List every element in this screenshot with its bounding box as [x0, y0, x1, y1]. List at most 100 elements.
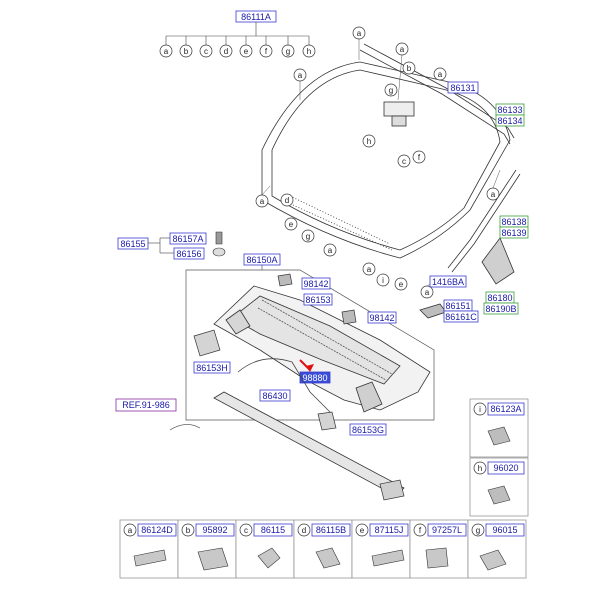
callout-86155[interactable]: 86155	[120, 239, 145, 249]
catalog-letter: e	[360, 526, 365, 535]
callout-86153H[interactable]: 86153H	[196, 363, 228, 373]
callout-86139[interactable]: 86139	[501, 228, 526, 238]
marker-bot_i: i	[376, 273, 390, 287]
glass-letter-d: d	[219, 44, 233, 58]
marker-bot_i-label: i	[382, 276, 384, 285]
catalog-letter: f	[419, 526, 422, 535]
catalog-cell-86123A[interactable]: i 86123A	[469, 398, 529, 458]
leader-line	[261, 185, 271, 196]
marker-mirror_f-label: f	[418, 153, 421, 162]
callout-ref-91-986[interactable]: REF.91-986	[122, 400, 170, 410]
callout-86151[interactable]: 86151	[445, 301, 470, 311]
marker-bot_a2: a	[362, 262, 376, 276]
callout-86138[interactable]: 86138	[501, 217, 526, 227]
cowl-assembly-frame: 86150A	[185, 253, 435, 421]
marker-bot_e: e	[284, 217, 298, 231]
glass-letter-b-label: b	[184, 47, 189, 56]
catalog-part-number: 95892	[202, 525, 227, 535]
callout-86430[interactable]: 86430	[262, 391, 287, 401]
callout-86131[interactable]: 86131	[450, 83, 475, 93]
marker-bot_g-label: g	[306, 232, 310, 241]
catalog-cell-87115J[interactable]: e 87115J	[351, 519, 411, 579]
glass-letter-f-label: f	[265, 47, 268, 56]
callout-98142-right[interactable]: 98142	[369, 313, 394, 323]
marker-bot_e2: e	[394, 277, 408, 291]
callout-98880[interactable]: 98880	[302, 373, 327, 383]
marker-top_left-label: a	[357, 29, 362, 38]
marker-mirror_c-label: c	[402, 157, 406, 166]
catalog-part-icon	[133, 549, 167, 567]
callout-86161C[interactable]: 86161C	[445, 312, 477, 322]
marker-right_a2-label: a	[425, 288, 430, 297]
marker-top_a3-label: a	[438, 70, 443, 79]
callout-98142-upper[interactable]: 98142	[303, 279, 328, 289]
left-cover: 86153H	[193, 329, 231, 374]
catalog-letter: a	[128, 526, 133, 535]
catalog-letter: b	[186, 526, 191, 535]
callout-86180[interactable]: 86180	[487, 293, 512, 303]
callout-86134[interactable]: 86134	[497, 116, 522, 126]
marker-mirror_g-label: g	[389, 86, 393, 95]
marker-bot_a: a	[323, 243, 337, 257]
washer-hose	[237, 358, 331, 413]
leader-line	[492, 169, 501, 189]
right-cover: 86153G	[317, 411, 387, 436]
catalog-part-icon	[371, 549, 405, 567]
glass-letter-g-label: g	[286, 47, 290, 56]
marker-bot_g: g	[301, 229, 315, 243]
marker-top_a2-label: a	[400, 45, 405, 54]
glass-letter-b: b	[179, 44, 193, 58]
glass-letter-g: g	[281, 44, 295, 58]
marker-top_a3: a	[433, 67, 447, 81]
catalog-part-number: 86115B	[316, 525, 346, 535]
catalog-part-number: 97257L	[432, 525, 462, 535]
callout-86190B[interactable]: 86190B	[485, 304, 516, 314]
catalog-cell-97257L[interactable]: f 97257L	[409, 519, 469, 579]
glass-letter-e-label: e	[244, 47, 249, 56]
marker-mirror_f: f	[412, 150, 426, 164]
callout-86153[interactable]: 86153	[305, 295, 330, 305]
glass-letter-c: c	[199, 44, 213, 58]
marker-bot_e2-label: e	[399, 280, 404, 289]
catalog-letter: g	[476, 526, 480, 535]
grommets: 98142 98142 86153	[277, 273, 397, 325]
seal-strip: 86430	[213, 389, 405, 501]
callout-86111A[interactable]: 86111A	[241, 12, 271, 22]
marker-top_a4: a	[293, 68, 307, 82]
clip-callouts: 86155 86157A 86156	[117, 231, 226, 260]
bracket-piece	[419, 303, 447, 319]
leader-line	[397, 54, 403, 101]
callout-86150A[interactable]: 86150A	[246, 255, 277, 265]
glass-letter-a: a	[159, 44, 173, 58]
catalog-letter: i	[479, 405, 481, 414]
catalog-part-icon	[315, 547, 341, 569]
marker-bot_a2-label: a	[367, 265, 372, 274]
catalog-part-number: 86115	[261, 525, 285, 535]
callout-1416BA[interactable]: 1416BA	[432, 277, 464, 287]
catalog-part-number: 87115J	[375, 525, 404, 535]
catalog-part-number: 86123A	[490, 404, 521, 414]
callout-86157A[interactable]: 86157A	[172, 234, 203, 244]
marker-right_a2: a	[420, 285, 434, 299]
glass-letter-d-label: d	[224, 47, 228, 56]
marker-left_a-label: a	[260, 197, 265, 206]
callout-86133[interactable]: 86133	[497, 105, 522, 115]
marker-top_b: b	[402, 61, 416, 75]
callout-86156[interactable]: 86156	[176, 249, 201, 259]
marker-mirror_h: h	[362, 134, 376, 148]
marker-right_a-label: a	[491, 190, 496, 199]
catalog-cell-95892[interactable]: b 95892	[177, 519, 237, 579]
marker-bot_a-label: a	[328, 246, 333, 255]
catalog-part-icon	[257, 547, 281, 569]
callout-86153G[interactable]: 86153G	[352, 425, 384, 435]
